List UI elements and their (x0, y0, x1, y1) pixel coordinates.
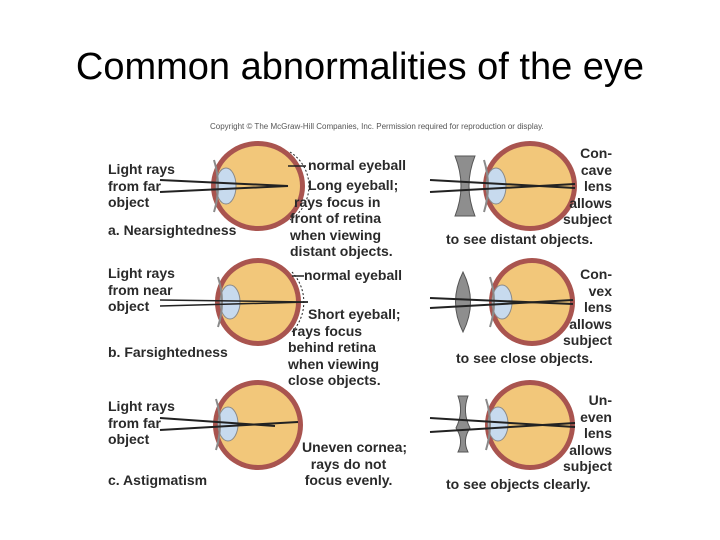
caption-nearsightedness: a. Nearsightedness (108, 222, 236, 239)
convex-correction-label: Con- vex lens allows subject (540, 266, 612, 349)
concave-lens (455, 156, 475, 216)
caption-astigmatism: c. Astigmatism (108, 472, 207, 489)
uneven-lens (456, 396, 470, 452)
source-label: Light rays from far object (108, 398, 175, 448)
concave-correction-result: to see distant objects. (446, 231, 593, 248)
source-label: Light rays from near object (108, 265, 175, 315)
uneven-correction-result: to see objects clearly. (446, 476, 590, 493)
normal-eyeball-label: normal eyeball (308, 157, 406, 174)
nearsighted-note: Long eyeball; rays focus in front of ret… (290, 177, 398, 260)
concave-correction-label: Con- cave lens allows subject (540, 145, 612, 228)
source-label: Light rays from far object (108, 161, 175, 211)
caption-farsightedness: b. Farsightedness (108, 344, 228, 361)
farsighted-note: Short eyeball; rays focus behind retina … (288, 306, 401, 389)
uneven-correction-label: Un- even lens allows subject (540, 392, 612, 475)
convex-lens (456, 272, 471, 332)
convex-correction-result: to see close objects. (456, 350, 593, 367)
normal-eyeball-label: normal eyeball (304, 267, 402, 284)
astigmatism-note: Uneven cornea; rays do not focus evenly. (290, 439, 407, 489)
